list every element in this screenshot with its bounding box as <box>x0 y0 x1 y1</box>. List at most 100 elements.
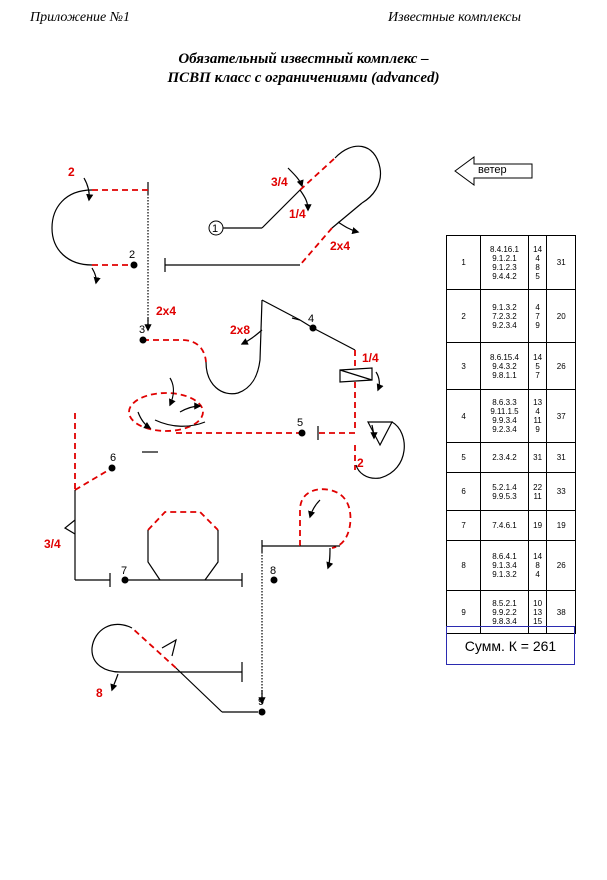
score-figure-number: 3 <box>445 342 482 390</box>
score-k: 11 <box>533 416 542 425</box>
score-code: 9.9.3.4 <box>492 416 517 425</box>
figure-1-path <box>164 145 382 272</box>
wind-label: ветер <box>478 164 507 176</box>
figure-number-4: 4 <box>308 313 314 325</box>
score-k: 22 <box>533 482 543 492</box>
score-k: 31 <box>533 453 543 462</box>
annotation-8-fig9: 8 <box>96 686 103 700</box>
score-k: 8 <box>535 262 540 272</box>
figure-8-path <box>261 488 352 570</box>
figure-number-5: 5 <box>297 417 303 429</box>
score-code: 7.4.6.1 <box>492 521 517 530</box>
score-total: 19 <box>546 510 576 541</box>
score-total: 20 <box>546 289 576 343</box>
score-k: 5 <box>535 361 540 371</box>
score-k: 19 <box>533 521 543 530</box>
wind-arrow-icon <box>454 156 533 186</box>
annotation-3-4-fig6: 3/4 <box>44 537 61 551</box>
page-title: Обязательный известный комплекс – ПСВП к… <box>0 50 607 88</box>
score-k: 8 <box>535 561 540 570</box>
score-total: 37 <box>546 389 576 443</box>
figure-number-3: 3 <box>139 324 145 336</box>
score-k: 4 <box>535 570 540 579</box>
score-code: 9.2.3.4 <box>492 425 517 434</box>
score-total: 26 <box>546 342 576 390</box>
score-code: 8.6.4.1 <box>492 552 517 561</box>
figure-number-2: 2 <box>129 249 135 261</box>
score-figure-number: 4 <box>445 389 482 443</box>
score-code: 9.1.3.2 <box>492 302 517 312</box>
score-code: 9.1.2.3 <box>492 262 517 272</box>
annotation-2x4-fig3: 2x4 <box>156 304 176 318</box>
score-k: 9 <box>535 425 540 434</box>
score-k: 14 <box>533 244 543 254</box>
score-k-values: 31 <box>527 442 548 473</box>
annotation-1-4-fig4: 1/4 <box>362 351 379 365</box>
score-codes: 2.3.4.2 <box>480 442 529 473</box>
score-k: 4 <box>535 407 540 416</box>
annotation-2x4-fig1: 2x4 <box>330 239 350 253</box>
score-code: 9.1.3.4 <box>492 561 517 570</box>
score-code: 9.1.3.2 <box>492 570 517 579</box>
score-figure-number: 5 <box>445 442 482 473</box>
score-code: 9.11.1.5 <box>490 407 519 416</box>
score-code: 2.3.4.2 <box>492 453 517 462</box>
score-k: 4 <box>535 302 540 312</box>
figure-7-path <box>75 511 243 587</box>
score-k: 7 <box>535 311 540 321</box>
score-k: 5 <box>535 271 540 281</box>
title-line-2: ПСВП класс с ограничениями (advanced) <box>167 70 440 86</box>
figure-number-9: 9 <box>258 696 264 708</box>
score-total: 31 <box>546 235 576 290</box>
score-code: 8.6.3.3 <box>492 398 517 407</box>
score-code: 5.2.1.4 <box>492 482 517 492</box>
score-figure-number: 2 <box>445 289 482 343</box>
score-k: 11 <box>533 491 542 501</box>
figure-6-path <box>63 413 113 580</box>
score-k: 14 <box>533 552 543 561</box>
score-code: 9.8.1.1 <box>492 370 517 380</box>
figure-number-6: 6 <box>110 452 116 464</box>
score-k: 9 <box>535 320 540 330</box>
figure-2-path <box>51 177 149 285</box>
score-figure-number: 6 <box>445 472 482 511</box>
score-codes: 7.4.6.1 <box>480 510 529 541</box>
figure-number-1: 1 <box>212 223 218 235</box>
score-figure-number: 7 <box>445 510 482 541</box>
score-k-values: 19 <box>527 510 548 541</box>
figure-9-path <box>91 552 266 713</box>
score-figure-number: 1 <box>445 235 482 290</box>
score-code: 9.9.5.3 <box>492 491 517 501</box>
figure-3-path <box>143 194 301 395</box>
score-k: 14 <box>533 352 543 362</box>
annotation-3-4-fig1: 3/4 <box>271 175 288 189</box>
score-code: 9.9.2.2 <box>492 607 517 617</box>
score-code: 9.2.3.4 <box>492 320 517 330</box>
score-k: 15 <box>533 616 543 626</box>
score-code: 9.1.2.1 <box>492 253 517 263</box>
score-code: 9.8.3.4 <box>492 616 517 626</box>
score-k: 13 <box>533 398 543 407</box>
total-k-sum: Сумм. К = 261 <box>446 626 575 665</box>
score-figure-number: 8 <box>445 540 482 591</box>
score-code: 9.4.3.2 <box>492 361 517 371</box>
score-k: 13 <box>533 607 543 617</box>
